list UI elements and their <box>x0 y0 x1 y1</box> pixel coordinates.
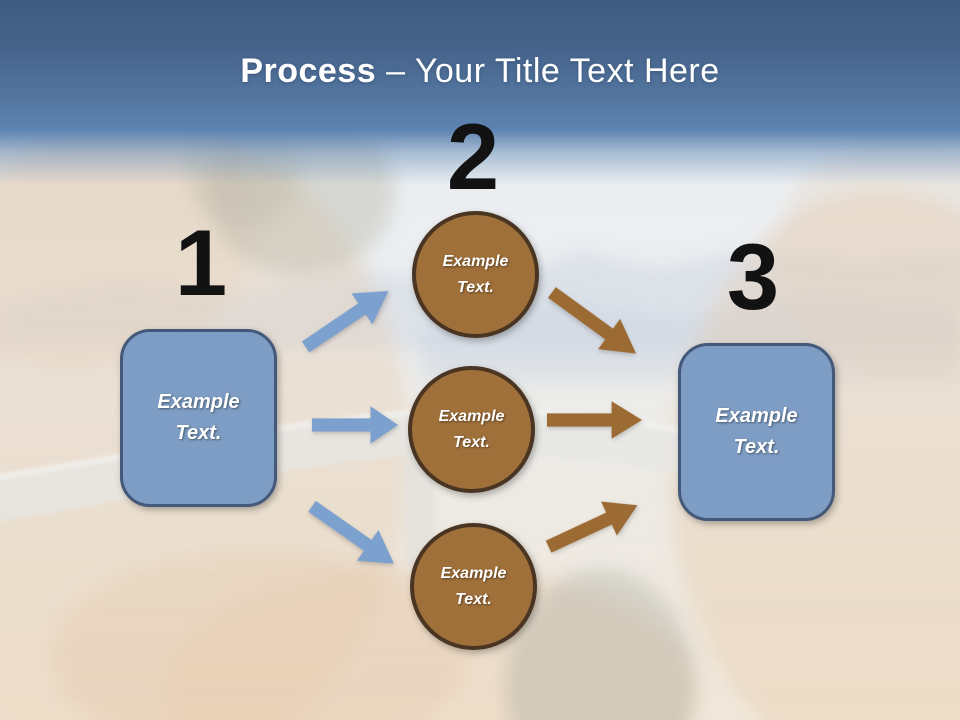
slide-title: Process – Your Title Text Here <box>0 52 960 91</box>
process-box-step1-label: Example Text. <box>157 391 240 444</box>
process-box-step3: Example Text. <box>678 343 835 521</box>
process-circle-middle-label: Example Text. <box>438 407 505 451</box>
arrow-blue-right-icon <box>312 406 398 444</box>
process-box-step3-label: Example Text. <box>715 405 798 458</box>
process-circle-bottom: Example Text. <box>410 523 537 650</box>
process-circle-top-label: Example Text. <box>442 252 509 296</box>
arrow-blue-down-right-icon <box>308 500 394 564</box>
arrow-blue-up-right-icon <box>301 291 389 353</box>
slide-title-bold: Process <box>240 52 377 90</box>
process-circle-top: Example Text. <box>412 211 539 338</box>
step-number-1: 1 <box>174 210 228 315</box>
step-number-2: 2 <box>446 104 500 209</box>
process-circle-middle: Example Text. <box>408 366 535 493</box>
process-circle-bottom-label: Example Text. <box>440 564 507 608</box>
step-number-3: 3 <box>726 224 780 329</box>
arrow-brown-up-right-icon <box>545 501 638 553</box>
header-gradient-band <box>0 0 960 185</box>
arrow-brown-right-icon <box>547 401 642 439</box>
arrow-brown-down-right-icon <box>548 287 637 354</box>
slide-title-rest: – Your Title Text Here <box>386 52 720 90</box>
process-box-step1: Example Text. <box>120 329 277 507</box>
